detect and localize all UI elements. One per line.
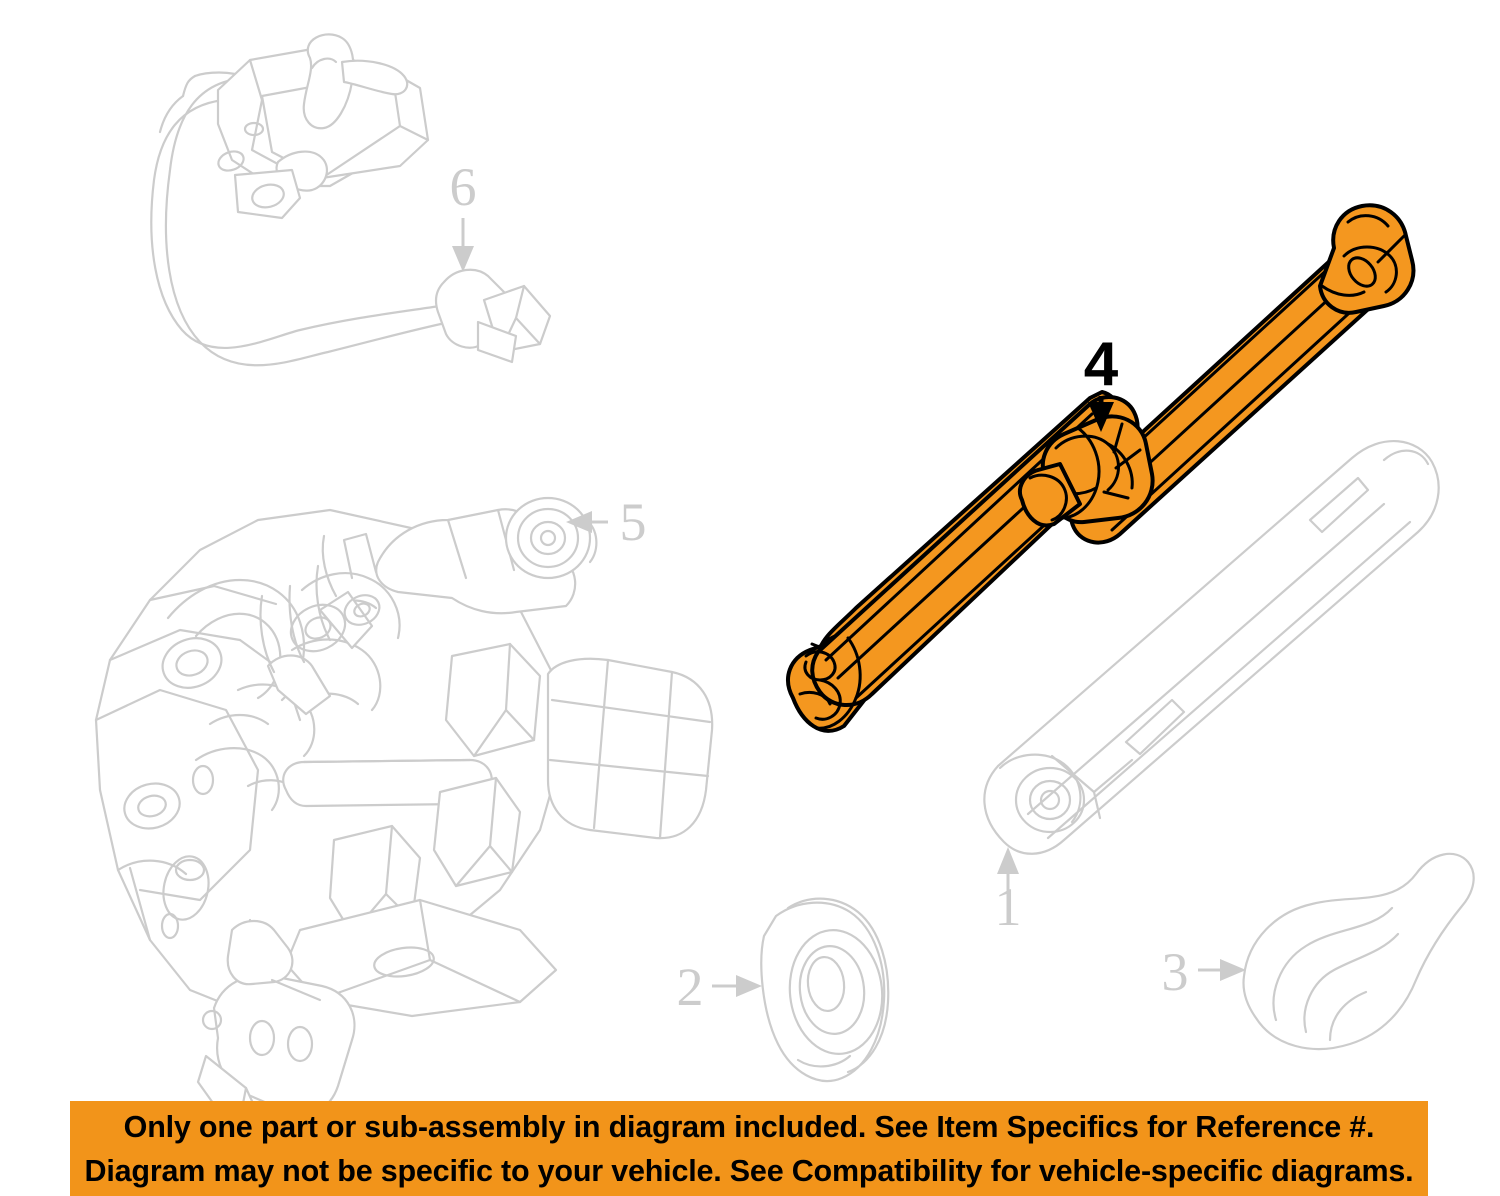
callout-2-arrowhead — [736, 975, 762, 997]
callout-3: 3 — [1162, 942, 1246, 1002]
callout-4: 4 — [1084, 330, 1119, 432]
callout-1: 1 — [995, 847, 1022, 937]
callout-3-arrowhead — [1220, 959, 1246, 981]
ghost-part-driveshaft-assembly — [983, 439, 1440, 855]
highlighted-part-driveshaft — [786, 203, 1416, 733]
callout-5: 5 — [566, 492, 647, 552]
callout-4-label: 4 — [1084, 330, 1119, 399]
callout-3-label: 3 — [1162, 942, 1189, 1002]
ghost-part-gearbox-assembly — [94, 496, 714, 1174]
ghost-part-bracket-hose-fitting — [150, 33, 552, 367]
disclaimer-line-1: Only one part or sub-assembly in diagram… — [123, 1109, 1375, 1144]
ghost-part-boot-cone — [1242, 852, 1475, 1051]
callout-2: 2 — [677, 957, 762, 1017]
callout-5-arrowhead — [566, 511, 592, 533]
callout-1-arrowhead — [997, 847, 1019, 874]
callout-6-arrowhead — [452, 246, 474, 272]
ghost-part-dust-shield-slinger — [760, 897, 890, 1083]
disclaimer-banner: Only one part or sub-assembly in diagram… — [70, 1101, 1428, 1196]
callout-4-arrowhead — [1088, 402, 1114, 432]
disclaimer-line-2: Diagram may not be specific to your vehi… — [84, 1153, 1414, 1188]
callout-6-label: 6 — [450, 157, 477, 217]
callout-5-label: 5 — [620, 492, 647, 552]
callout-6: 6 — [450, 157, 477, 272]
callout-2-label: 2 — [677, 957, 704, 1017]
